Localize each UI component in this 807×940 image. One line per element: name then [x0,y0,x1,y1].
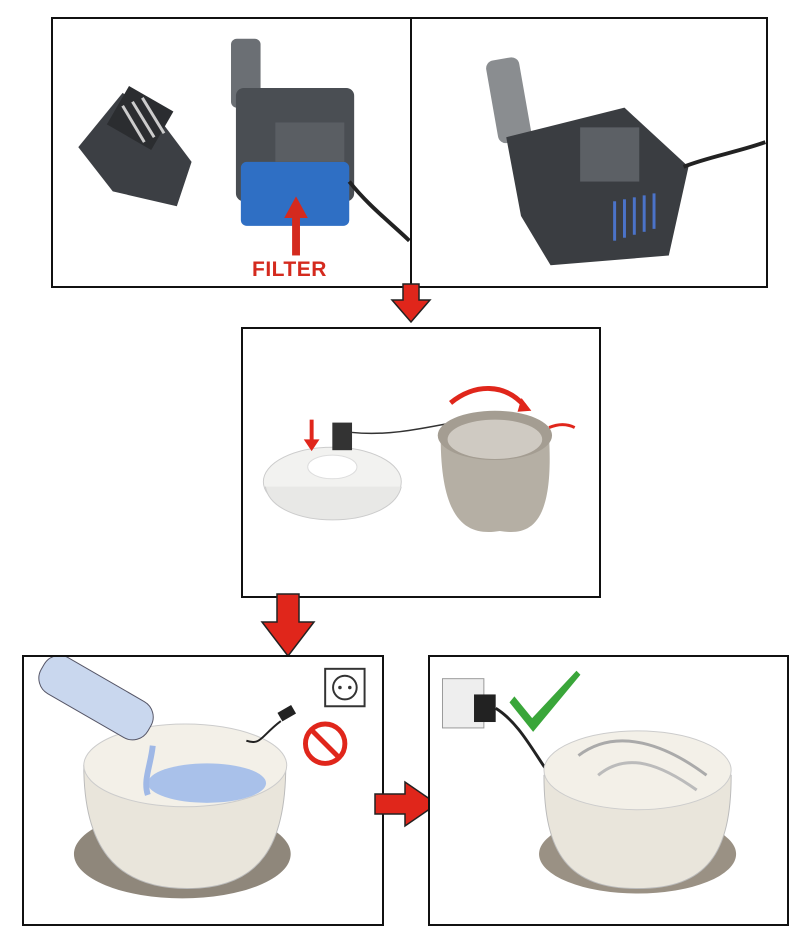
wall-socket-icon [441,678,496,729]
prohibited-icon [303,721,348,766]
pump-assembled-illustration [486,57,766,266]
arrow-down-icon [390,283,432,324]
panel-pump-filter: FILTER [51,17,412,288]
pump-body [231,38,410,243]
filter-label: FILTER [252,258,327,281]
arrow-right-icon [374,780,439,828]
panel-install-pump [241,327,601,598]
pump-cover [78,85,192,207]
install-pump-illustration [262,386,576,533]
fill-water-illustration [38,657,366,899]
arrow-down-icon [260,593,316,658]
panel-pump-assembled [410,17,768,288]
plugged-in-illustration [441,670,737,894]
water-bottle [38,657,156,796]
panel-fill-water [22,655,384,926]
pump-filter-illustration [78,38,410,256]
panel-plugged-in [428,655,789,926]
filter-arrow [284,196,308,256]
power-socket-icon [324,667,366,708]
check-icon [509,670,581,732]
